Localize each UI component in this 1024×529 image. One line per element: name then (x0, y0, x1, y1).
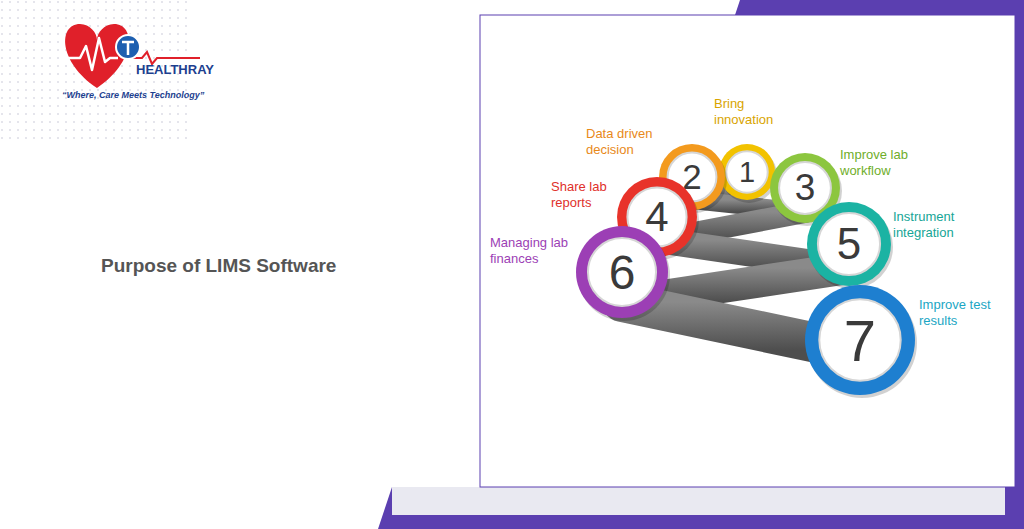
logo-pulse (62, 38, 118, 70)
purpose-label: Data driven decision (586, 126, 668, 158)
number-circle: 7Improve test results (805, 285, 915, 395)
circle-face (819, 299, 900, 380)
callout-number: 7 (805, 285, 915, 395)
circle-face (726, 151, 767, 192)
purpose-label: Instrument integration (893, 209, 983, 241)
card (480, 15, 1015, 487)
logo-cross (122, 42, 134, 55)
circle-face (588, 238, 656, 306)
logo-badge (116, 35, 140, 59)
circle-ring (719, 144, 775, 200)
purpose-label: Improve lab workflow (840, 147, 928, 179)
circle-face (818, 213, 880, 275)
number-circle: 5Instrument integration (807, 202, 891, 286)
title: Purpose of LIMS Software (101, 255, 336, 277)
callout-number: 6 (576, 226, 668, 318)
circle-face (779, 162, 831, 214)
number-circle: 1Bring innovation (719, 144, 775, 200)
logo-name: HEALTHRAY (136, 62, 214, 77)
circle-ring (807, 202, 891, 286)
callout-number: 1 (719, 144, 775, 200)
purpose-label: Improve test results (919, 297, 1011, 329)
tagline: “Where, Care Meets Technology” (62, 90, 204, 100)
purpose-label: Share lab reports (551, 179, 623, 211)
circle-ring (576, 226, 668, 318)
callout-number: 5 (807, 202, 891, 286)
purple-band (378, 0, 1024, 529)
panel-shadow (392, 487, 1005, 515)
circle-ring (805, 285, 915, 395)
purpose-label: Bring innovation (714, 96, 792, 128)
number-circle: 6Managing lab finances (576, 226, 668, 318)
purpose-label: Managing lab finances (490, 235, 582, 267)
